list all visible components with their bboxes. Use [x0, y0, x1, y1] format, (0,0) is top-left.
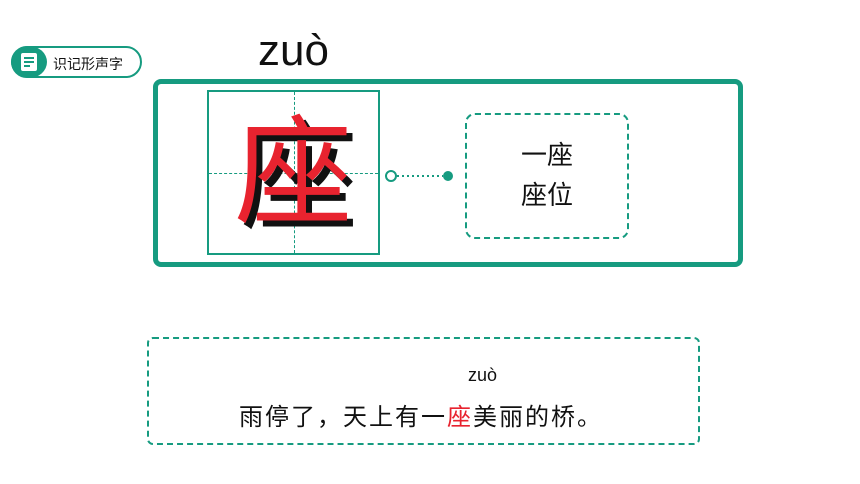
- list-note-icon: [11, 46, 47, 78]
- character-shadow: 座: [240, 109, 359, 248]
- word-item: 座位: [520, 181, 573, 211]
- word-item: 一座: [520, 141, 573, 171]
- section-tag: 识记形声字: [11, 46, 142, 78]
- sentence-highlight-char: 座: [447, 403, 473, 431]
- connector-line: [385, 170, 453, 182]
- sentence-part-before: 雨停了，天上有一: [239, 403, 447, 431]
- sentence-pinyin: zuò: [468, 365, 498, 385]
- character-pinyin: zuò: [258, 26, 329, 75]
- sentence-part-after: 美丽的桥。: [473, 403, 603, 431]
- big-character: 座 座: [209, 92, 378, 253]
- section-tag-label: 识记形声字: [53, 57, 123, 73]
- example-sentence-box: zuò 雨停了，天上有一座美丽的桥。: [147, 337, 700, 445]
- character-glyph: 座: [234, 103, 353, 242]
- grid-vertical-guide: [293, 92, 295, 253]
- word-list-box: 一座 座位: [465, 113, 629, 239]
- writing-grid: 座 座: [207, 90, 380, 255]
- example-sentence: 雨停了，天上有一座美丽的桥。: [239, 397, 603, 432]
